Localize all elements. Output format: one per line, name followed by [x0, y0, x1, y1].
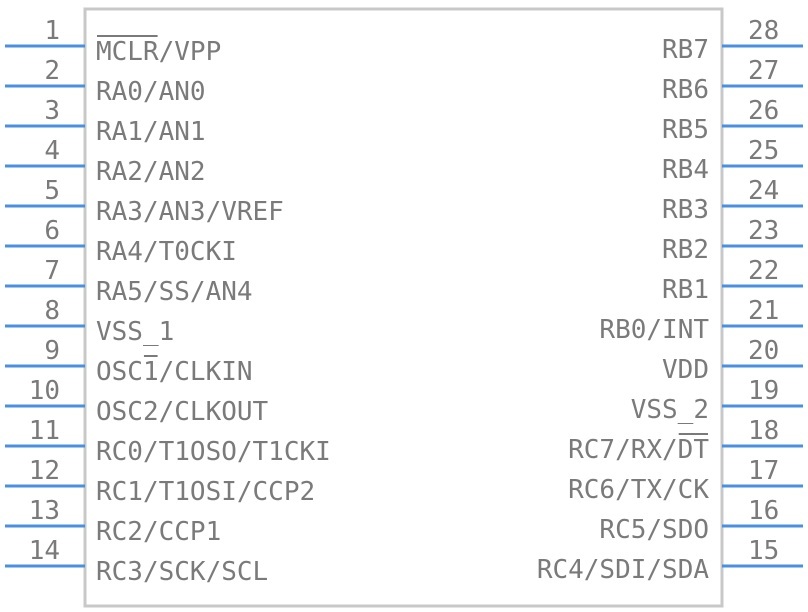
pin-number-right-5: 23	[748, 216, 779, 246]
pin-number-left-7: 8	[44, 296, 60, 326]
pin-number-right-11: 17	[748, 456, 779, 486]
pin-number-right-2: 26	[748, 96, 779, 126]
pin-number-right-13: 15	[748, 536, 779, 566]
pin-label-left-7: VSS_1	[96, 317, 174, 347]
pin-label-right-12: RC5/SDO	[599, 515, 709, 545]
pin-label-right-6: RB1	[662, 275, 709, 305]
pin-label-right-4: RB3	[662, 195, 709, 225]
pin-number-left-12: 13	[29, 496, 60, 526]
pin-number-left-9: 10	[29, 376, 60, 406]
pin-number-right-3: 25	[748, 136, 779, 166]
pin-label-left-3: RA2/AN2	[96, 157, 206, 187]
pin-label-right-11: RC6/TX/CK	[568, 475, 709, 505]
pin-number-left-10: 11	[29, 416, 60, 446]
pin-number-left-13: 14	[29, 536, 60, 566]
pin-label-right-3: RB4	[662, 155, 709, 185]
pin-label-left-5: RA4/T0CKI	[96, 237, 237, 267]
pin-label-right-9: VSS_2	[631, 395, 709, 425]
pin-label-left-1: RA0/AN0	[96, 77, 206, 107]
pin-number-right-0: 28	[748, 16, 779, 46]
pin-label-left-9: OSC2/CLKOUT	[96, 397, 269, 427]
pin-number-right-8: 20	[748, 336, 779, 366]
pin-label-right-7: RB0/INT	[599, 315, 709, 345]
pin-label-right-1: RB6	[662, 75, 709, 105]
pin-label-left-0: MCLR/VPP	[96, 37, 221, 67]
pin-label-right-8: VDD	[662, 355, 709, 385]
pin-label-left-13: RC3/SCK/SCL	[96, 557, 268, 587]
pin-number-left-8: 9	[44, 336, 60, 366]
pin-label-left-8: OSC1/CLKIN	[96, 357, 253, 387]
pin-number-right-7: 21	[748, 296, 779, 326]
pin-label-left-11: RC1/T1OSI/CCP2	[96, 477, 315, 507]
pin-number-left-1: 2	[44, 56, 60, 86]
pin-number-left-4: 5	[44, 176, 60, 206]
pin-number-right-9: 19	[748, 376, 779, 406]
pin-label-left-12: RC2/CCP1	[96, 517, 221, 547]
pin-label-left-6: RA5/SS/AN4	[96, 277, 253, 307]
pin-number-left-3: 4	[44, 136, 60, 166]
pin-number-right-10: 18	[748, 416, 779, 446]
pin-label-right-10: RC7/RX/DT	[568, 435, 709, 465]
pin-number-right-6: 22	[748, 256, 779, 286]
pin-label-right-5: RB2	[662, 235, 709, 265]
pin-number-left-5: 6	[44, 216, 60, 246]
pin-number-right-1: 27	[748, 56, 779, 86]
pin-number-left-0: 1	[44, 16, 60, 46]
pin-label-left-2: RA1/AN1	[96, 117, 206, 147]
pin-label-left-4: RA3/AN3/VREF	[96, 197, 284, 227]
pin-label-right-2: RB5	[662, 115, 709, 145]
pin-number-left-2: 3	[44, 96, 60, 126]
ic-body-outline	[83, 7, 724, 608]
pin-label-right-13: RC4/SDI/SDA	[537, 555, 710, 585]
pin-label-left-10: RC0/T1OSO/T1CKI	[96, 437, 331, 467]
pin-number-right-12: 16	[748, 496, 779, 526]
pin-number-left-6: 7	[44, 256, 60, 286]
pin-number-left-11: 12	[29, 456, 60, 486]
pin-label-right-0: RB7	[662, 35, 709, 65]
pin-number-right-4: 24	[748, 176, 779, 206]
